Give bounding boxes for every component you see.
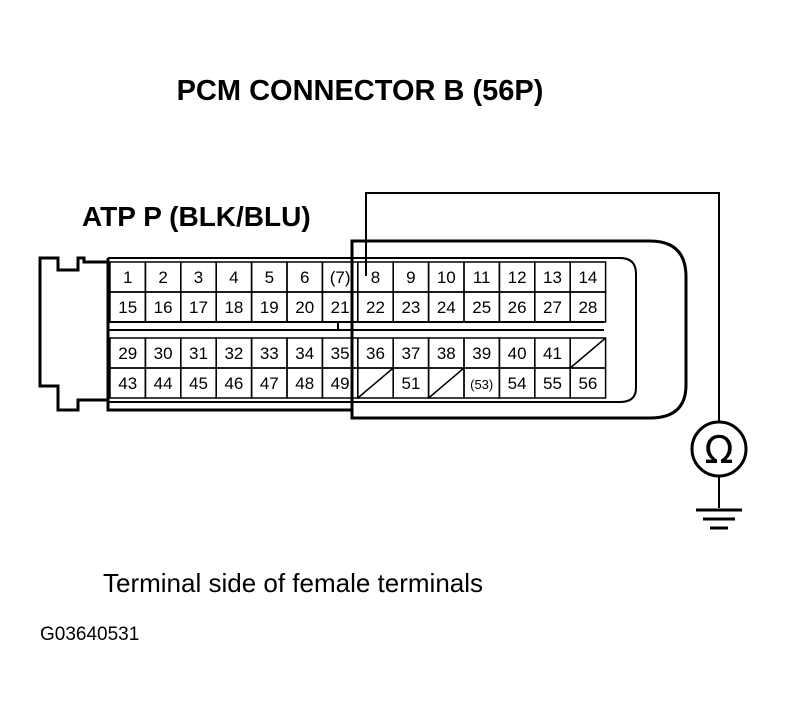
terminal-number: 1 xyxy=(123,268,132,287)
terminal-number: 14 xyxy=(578,268,597,287)
terminal-number: 44 xyxy=(154,374,173,393)
terminal-number: 24 xyxy=(437,298,456,317)
ground-icon xyxy=(696,508,742,530)
terminal-number: 15 xyxy=(118,298,137,317)
terminal-number: 21 xyxy=(331,298,350,317)
caption: Terminal side of female terminals xyxy=(103,568,483,598)
connector-housing-right xyxy=(350,239,688,420)
terminal-number: 22 xyxy=(366,298,385,317)
terminal-number: 43 xyxy=(118,374,137,393)
terminal-number: 23 xyxy=(401,298,420,317)
terminal-number: 10 xyxy=(437,268,456,287)
terminal-number: 16 xyxy=(154,298,173,317)
terminal-number: 4 xyxy=(229,268,238,287)
terminal-number: 20 xyxy=(295,298,314,317)
wire-label: ATP P (BLK/BLU) xyxy=(82,201,311,232)
connector-housing-body xyxy=(106,258,352,412)
terminal-number: 2 xyxy=(158,268,167,287)
terminal-number: 13 xyxy=(543,268,562,287)
terminal-number: 35 xyxy=(331,344,350,363)
terminal-number: 27 xyxy=(543,298,562,317)
terminal-number: 38 xyxy=(437,344,456,363)
terminal-number: 49 xyxy=(331,374,350,393)
empty-terminal-slash xyxy=(428,367,465,399)
empty-terminal-slash xyxy=(357,367,394,399)
terminal-number: 11 xyxy=(473,268,491,287)
terminal-number: 18 xyxy=(224,298,243,317)
connector-housing-left xyxy=(38,256,110,412)
terminal-number: 55 xyxy=(543,374,562,393)
terminal-number: 36 xyxy=(366,344,385,363)
terminal-number: 32 xyxy=(224,344,243,363)
ohm-icon: Ω xyxy=(704,428,733,472)
terminal-number: 25 xyxy=(472,298,491,317)
terminal-number: 34 xyxy=(295,344,314,363)
terminal-number: 54 xyxy=(508,374,527,393)
terminal-number: 51 xyxy=(401,374,420,393)
terminal-number: 9 xyxy=(406,268,415,287)
probe-wire xyxy=(365,192,720,422)
terminal-number: 29 xyxy=(118,344,137,363)
terminal-number: 19 xyxy=(260,298,279,317)
terminal-number: 47 xyxy=(260,374,279,393)
connector-inner-frame xyxy=(108,257,637,403)
terminal-number: 41 xyxy=(543,344,562,363)
terminal-number: 33 xyxy=(260,344,279,363)
terminal-number: 40 xyxy=(508,344,527,363)
terminal-number: 3 xyxy=(194,268,203,287)
terminal-number: 17 xyxy=(189,298,208,317)
diagram-title: PCM CONNECTOR B (56P) xyxy=(177,75,544,107)
terminal-cell xyxy=(569,367,607,399)
terminal-number: 31 xyxy=(189,344,208,363)
terminal-cell xyxy=(569,291,607,323)
terminal-number: 45 xyxy=(189,374,208,393)
empty-terminal-slash xyxy=(569,337,607,369)
terminal-number: 12 xyxy=(508,268,527,287)
figure-code: G03640531 xyxy=(40,624,139,645)
terminal-number: (7) xyxy=(330,268,351,287)
terminal-number: 56 xyxy=(578,374,597,393)
terminal-number: 6 xyxy=(300,268,309,287)
terminal-number: (53) xyxy=(470,377,493,392)
terminal-number: 30 xyxy=(154,344,173,363)
terminal-number: 26 xyxy=(508,298,527,317)
terminal-number: 8 xyxy=(371,268,380,287)
terminal-number: 39 xyxy=(472,344,491,363)
terminal-number: 5 xyxy=(265,268,274,287)
terminal-number: 28 xyxy=(578,298,597,317)
terminal-number: 48 xyxy=(295,374,314,393)
lower-terminal-block: 29 30 31 32 33 34 35 36 37 38 39 40 41 43 44 45 46 47 48 49… xyxy=(109,337,607,399)
terminal-number: 46 xyxy=(224,374,243,393)
terminal-number: 37 xyxy=(401,344,420,363)
